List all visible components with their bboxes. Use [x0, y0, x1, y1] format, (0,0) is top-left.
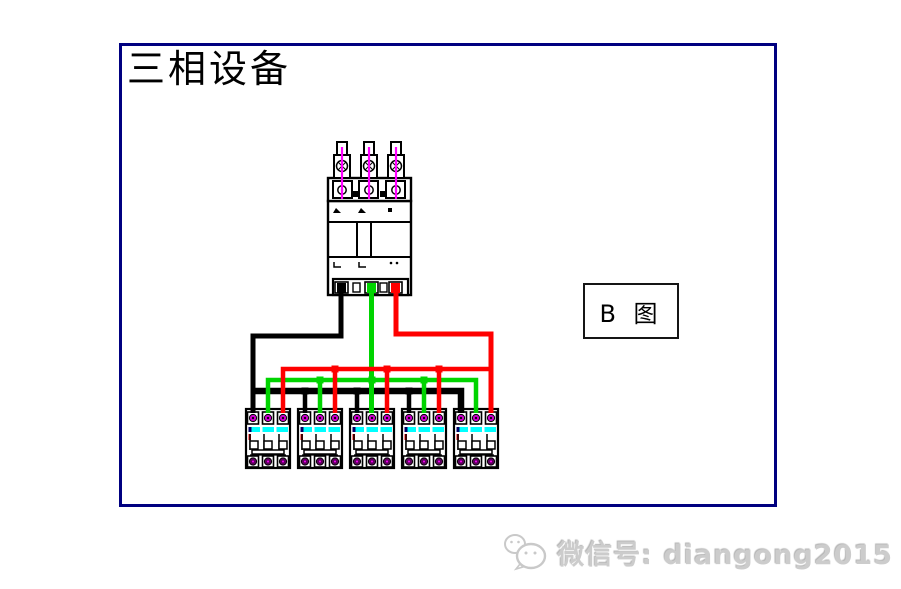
main-breaker-bottom-terminals — [331, 277, 410, 297]
main-breaker — [326, 141, 413, 297]
trip-mark — [358, 208, 366, 213]
diagram-frame — [119, 43, 777, 507]
incoming-conductors-magenta — [340, 147, 398, 199]
trip-mark — [333, 208, 341, 213]
watermark: 微信号: diangong2015 — [502, 531, 893, 573]
wechat-icon — [504, 534, 547, 571]
phase-red-wiring — [280, 292, 494, 413]
phase-green-wiring — [265, 292, 479, 413]
figure-label-box: B 图 — [583, 283, 679, 339]
watermark-text: 微信号: diangong2015 — [557, 539, 893, 571]
figure-label: B 图 — [599, 299, 663, 328]
page-title: 三相设备 — [127, 47, 292, 91]
